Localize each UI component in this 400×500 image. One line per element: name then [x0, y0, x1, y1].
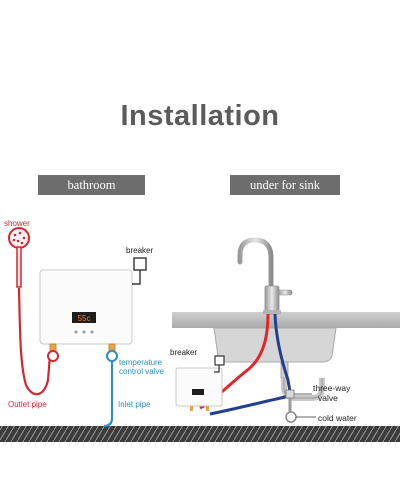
sink-basin — [213, 327, 337, 363]
inlet-pipe — [103, 361, 114, 428]
cold-water-hose-to-heater — [209, 394, 291, 416]
tab-under-for-sink: under for sink — [230, 175, 340, 195]
breaker-right — [214, 355, 225, 373]
cold-water-label: cold water — [318, 413, 357, 423]
faucet-icon — [237, 237, 293, 315]
water-heater-under-sink — [175, 367, 223, 411]
breaker-left-label: breaker — [126, 246, 153, 255]
tab-bathroom: bathroom — [38, 175, 145, 195]
cold-water-inlet-icon — [285, 398, 316, 423]
three-way-valve-label-1: three-way — [313, 383, 351, 393]
breaker-left — [132, 257, 147, 285]
heater-display: 55c — [78, 314, 91, 323]
three-way-valve-label-2: valve — [318, 393, 338, 403]
water-heater-bathroom: 55c — [39, 269, 133, 345]
cold-water-hose-to-faucet — [273, 313, 292, 393]
shower-hose — [17, 287, 52, 396]
breaker-right-label: breaker — [170, 348, 197, 357]
page-title: Installation — [120, 100, 280, 132]
outlet-fitting — [47, 343, 59, 362]
shower-head-icon — [8, 227, 30, 288]
floor — [0, 426, 400, 442]
shower-label: shower — [4, 219, 30, 228]
inlet-fitting — [106, 343, 118, 362]
outlet-pipe-label: Outlet pipe — [8, 400, 47, 409]
inlet-pipe-label: Inlet pipe — [118, 400, 151, 409]
temperature-valve-label-2: control valve — [119, 367, 164, 376]
countertop — [172, 312, 400, 328]
temperature-valve-label-1: temperature — [119, 358, 163, 367]
